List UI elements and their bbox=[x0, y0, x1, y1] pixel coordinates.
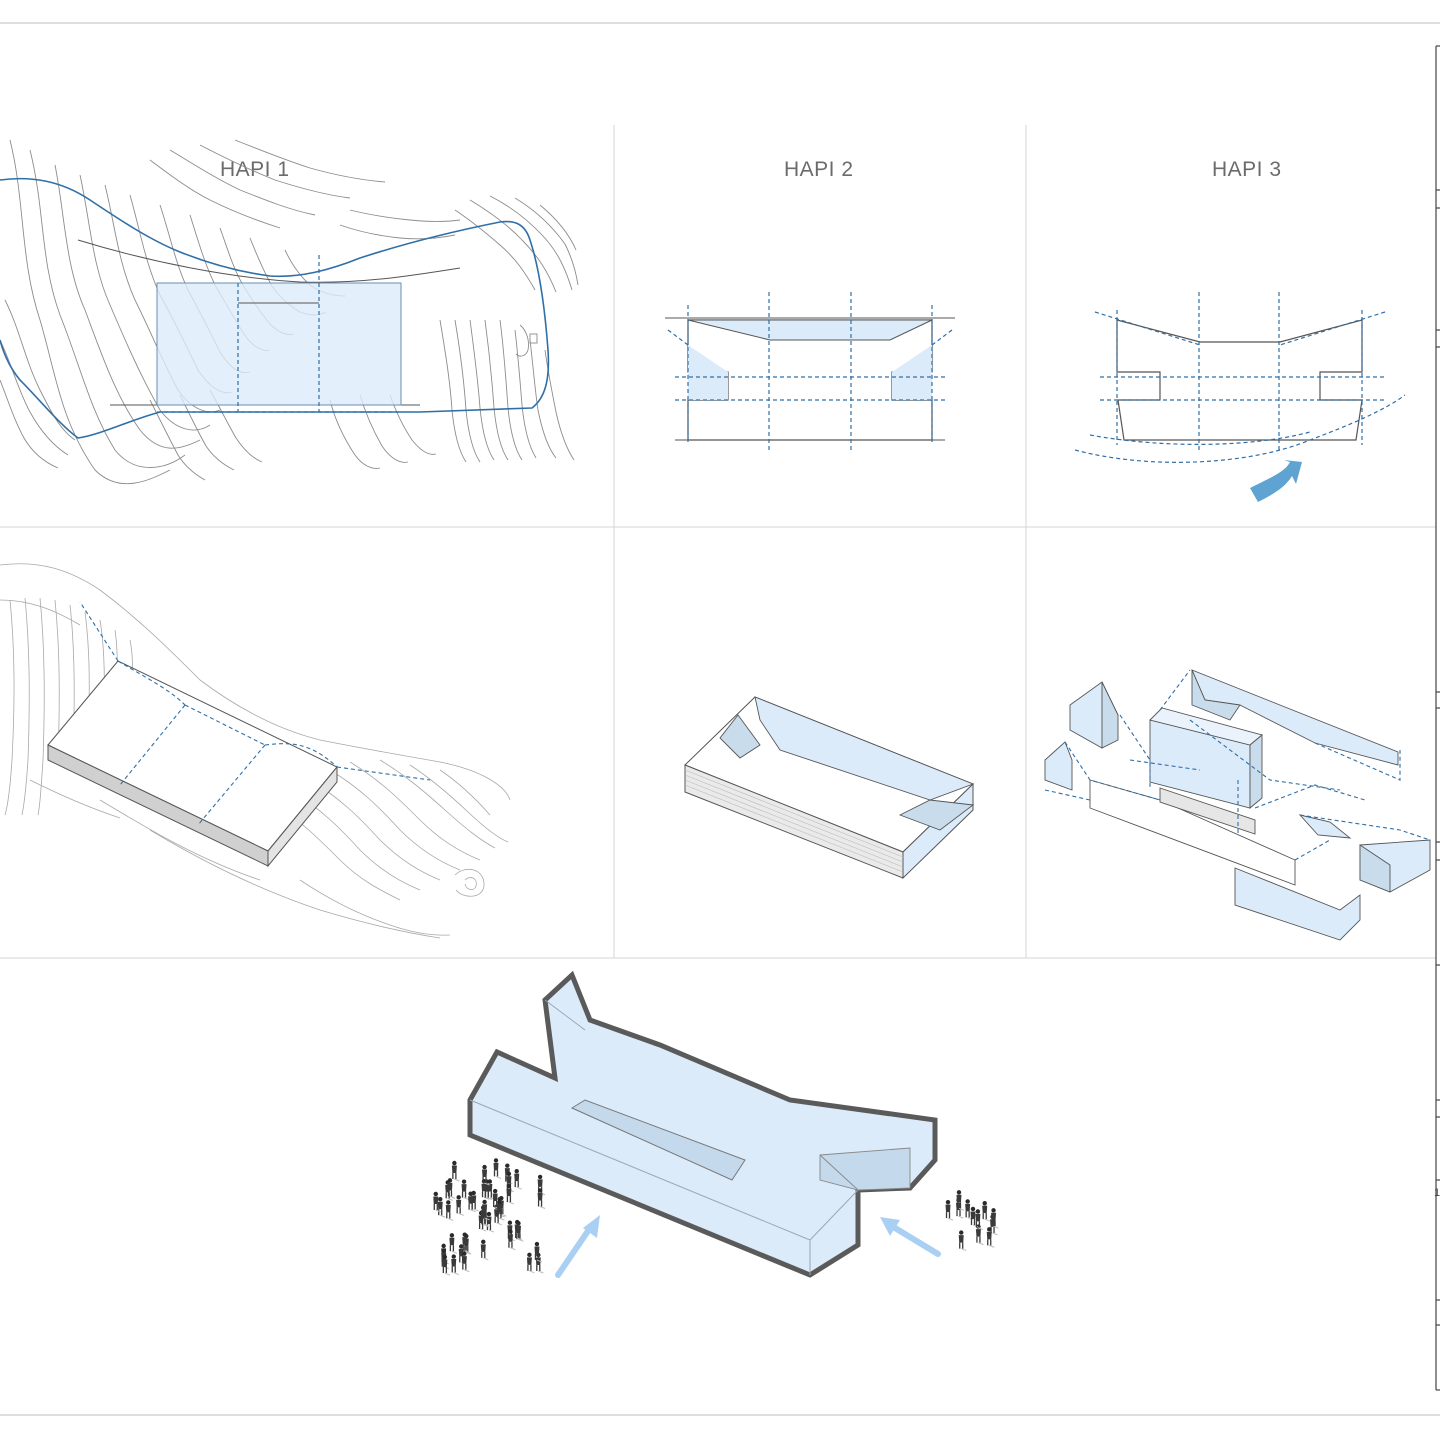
people-crowd-left bbox=[433, 1158, 546, 1276]
person-figure bbox=[982, 1200, 990, 1222]
person-figure bbox=[493, 1158, 502, 1179]
right-strip-mark: 1 bbox=[1434, 1187, 1440, 1199]
person-figure bbox=[456, 1195, 464, 1216]
person-figure bbox=[480, 1239, 489, 1261]
person-figure bbox=[451, 1254, 459, 1276]
rotation-arrow bbox=[1250, 460, 1302, 502]
site-boundary bbox=[0, 177, 550, 439]
person-figure bbox=[958, 1230, 967, 1252]
person-figure bbox=[468, 1191, 476, 1213]
person-figure bbox=[526, 1252, 535, 1274]
person-figure bbox=[451, 1160, 460, 1182]
axon-hapi-2 bbox=[684, 696, 975, 880]
person-figure bbox=[975, 1224, 984, 1246]
person-figure bbox=[482, 1164, 490, 1186]
person-figure bbox=[492, 1188, 501, 1210]
person-figure bbox=[433, 1191, 441, 1213]
person-figure bbox=[514, 1219, 523, 1241]
right-title-strip bbox=[1435, 45, 1440, 1391]
person-figure bbox=[945, 1199, 954, 1221]
person-figure bbox=[537, 1188, 546, 1209]
step-title-hapi-3: HAPI 3 bbox=[1212, 158, 1282, 181]
frame-lines bbox=[0, 22, 1440, 1416]
person-figure bbox=[461, 1251, 470, 1273]
hapi-2-plan bbox=[665, 292, 955, 452]
person-figure bbox=[462, 1232, 470, 1254]
person-figure bbox=[506, 1183, 515, 1205]
person-figure bbox=[445, 1200, 454, 1221]
person-figure bbox=[437, 1197, 446, 1218]
person-figure bbox=[975, 1209, 984, 1230]
entry-arrow-right bbox=[880, 1217, 941, 1257]
entry-arrow-left bbox=[555, 1215, 600, 1278]
person-figure bbox=[482, 1199, 490, 1221]
person-figure bbox=[956, 1190, 965, 1211]
person-figure bbox=[447, 1178, 456, 1199]
person-figure bbox=[442, 1254, 451, 1276]
person-figure bbox=[507, 1229, 516, 1251]
final-massing bbox=[467, 970, 938, 1278]
person-figure bbox=[449, 1233, 458, 1254]
person-figure bbox=[991, 1208, 999, 1229]
person-figure bbox=[461, 1179, 470, 1201]
axon-hapi-3-dashes bbox=[1044, 669, 1431, 861]
person-figure bbox=[496, 1199, 505, 1221]
boundary-road bbox=[77, 239, 461, 283]
person-figure bbox=[514, 1168, 522, 1190]
person-figure bbox=[535, 1252, 544, 1274]
axon-site-contours bbox=[0, 563, 511, 939]
person-figure bbox=[486, 1211, 495, 1233]
person-figure bbox=[534, 1241, 543, 1263]
building-footprint bbox=[156, 282, 402, 406]
person-figure bbox=[970, 1206, 979, 1228]
hapi-3-plan bbox=[1074, 292, 1406, 502]
person-figure bbox=[986, 1227, 995, 1248]
step-title-hapi-2: HAPI 2 bbox=[784, 158, 854, 181]
axon-slab bbox=[47, 601, 431, 868]
people-crowd-right bbox=[945, 1190, 999, 1252]
